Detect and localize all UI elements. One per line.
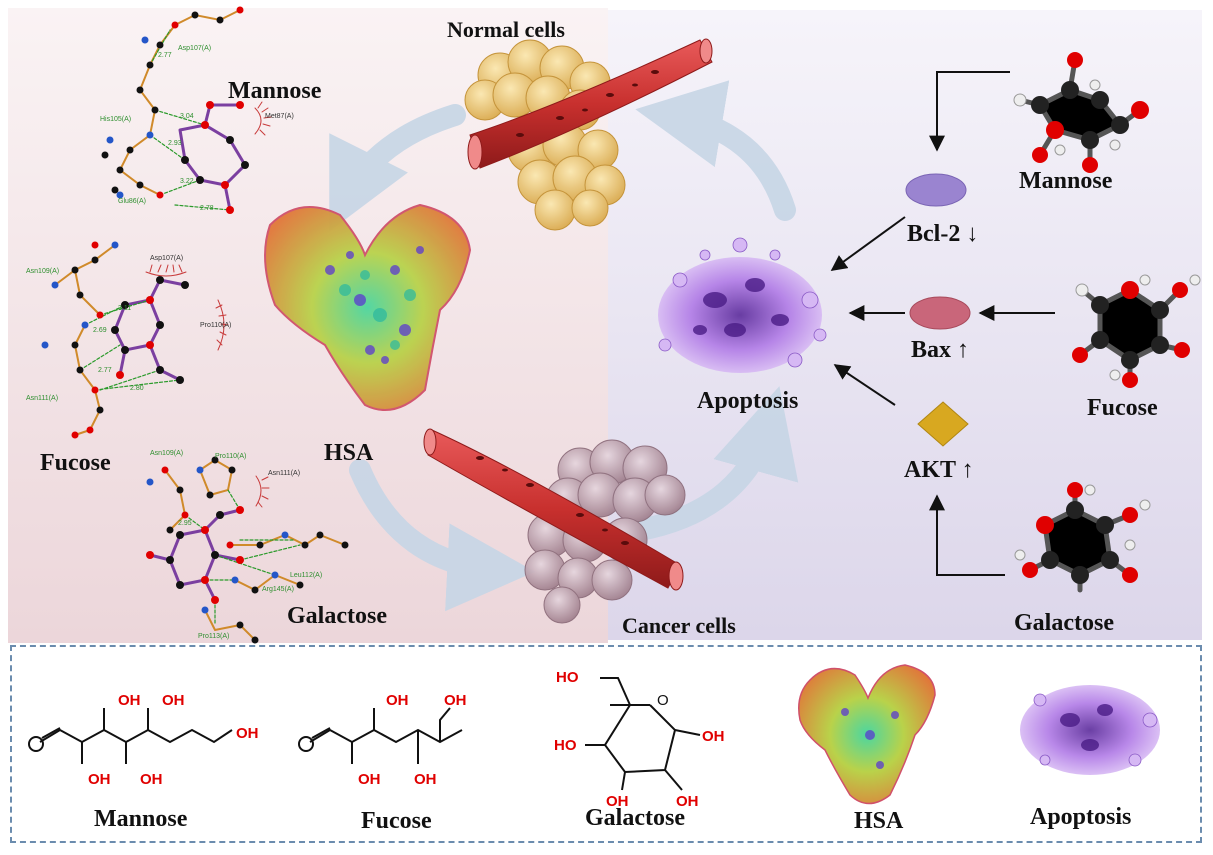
distance-label: 2.93	[168, 140, 182, 147]
residue-label: Arg145(A)	[262, 586, 294, 593]
galactose-structure	[585, 677, 701, 791]
distance-label: 2.78	[200, 205, 214, 212]
residue-label: Pro113(A)	[198, 633, 230, 640]
normal-cells-label: Normal cells	[447, 17, 565, 42]
apoptosis-legend-icon	[1020, 685, 1160, 775]
oh-label: OH	[414, 771, 437, 788]
oh-label: OH	[386, 692, 409, 709]
residue-label: Asn109(A)	[150, 450, 184, 457]
fucose-interaction-label: Fucose	[40, 450, 111, 476]
residue-label: Glu86(A)	[118, 198, 147, 205]
ring-oxygen-label: O	[657, 692, 669, 709]
mannose-3d-model	[1013, 52, 1149, 173]
hsa-label: HSA	[324, 440, 374, 466]
residue-label: Asn111(A)	[26, 395, 59, 402]
oh-label: OH	[236, 725, 259, 742]
residue-label: His105(A)	[100, 116, 132, 123]
distance-label: 2.77	[158, 52, 172, 59]
akt-marker	[917, 401, 969, 447]
residue-label: Pro110(A)	[200, 322, 232, 329]
oh-label: OH	[358, 771, 381, 788]
cancer-cells-label: Cancer cells	[622, 613, 736, 638]
apoptosis-label: Apoptosis	[697, 388, 799, 414]
bcl2-label: Bcl-2 ↓	[907, 221, 979, 247]
distance-label: 2.95	[178, 520, 192, 527]
mannose-interaction-label: Mannose	[228, 78, 322, 104]
distance-label: 3.11	[118, 305, 132, 312]
residue-label: Asp107(A)	[178, 45, 212, 52]
legend-galactose-label: Galactose	[585, 805, 685, 831]
apoptosis-cell-fragments	[658, 237, 827, 373]
legend-apoptosis-label: Apoptosis	[1030, 804, 1132, 830]
galactose-3d-model	[1014, 482, 1151, 593]
distance-label: 2.69	[93, 327, 107, 334]
bax-marker	[909, 296, 971, 330]
fucose-structure	[309, 707, 463, 764]
bcl2-marker	[905, 173, 967, 207]
residue-label: Leu112(A)	[290, 572, 323, 579]
fucose-model-label: Fucose	[1087, 395, 1158, 421]
mannose-interaction-diagram	[101, 6, 272, 214]
fucose-interaction-diagram	[41, 241, 229, 439]
residue-label: Asn109(A)	[26, 268, 60, 275]
oh-label: OH	[88, 771, 111, 788]
oh-label: OH	[702, 728, 725, 745]
legend-fucose-label: Fucose	[361, 808, 432, 834]
oh-label: OH	[676, 793, 699, 810]
oh-label: OH	[606, 793, 629, 810]
distance-label: 3.04	[180, 113, 194, 120]
ho-label: HO	[554, 737, 577, 754]
galactose-interaction-diagram	[146, 456, 349, 644]
galactose-model-label: Galactose	[1014, 610, 1114, 636]
residue-label: Asp107(A)	[150, 255, 184, 262]
mannose-model-label: Mannose	[1019, 168, 1113, 194]
residue-label: Pro110(A)	[215, 453, 247, 460]
oh-label: OH	[140, 771, 163, 788]
distance-label: 3.22	[180, 178, 194, 185]
cycle-arrows	[329, 80, 799, 612]
distance-label: 2.77	[98, 367, 112, 374]
legend-hsa-label: HSA	[854, 808, 904, 834]
galactose-interaction-label: Galactose	[287, 603, 387, 629]
bax-label: Bax ↑	[911, 337, 970, 363]
pathway-arrows	[830, 71, 1055, 576]
hsa-protein-surface	[264, 203, 472, 411]
residue-label: Met87(A)	[265, 113, 294, 120]
oh-label: OH	[118, 692, 141, 709]
ho-label: HO	[556, 669, 579, 686]
legend-mannose-label: Mannose	[94, 806, 188, 832]
mannose-structure	[39, 708, 233, 764]
residue-label: Asn111(A)	[268, 470, 301, 477]
upper-blood-vessel	[467, 38, 713, 170]
fucose-3d-model	[1072, 274, 1201, 388]
lower-blood-vessel	[423, 428, 684, 591]
akt-label: AKT ↑	[904, 457, 974, 483]
oh-label: OH	[444, 692, 467, 709]
hsa-legend-icon	[798, 664, 936, 805]
oh-label: OH	[162, 692, 185, 709]
distance-label: 2.80	[130, 385, 144, 392]
